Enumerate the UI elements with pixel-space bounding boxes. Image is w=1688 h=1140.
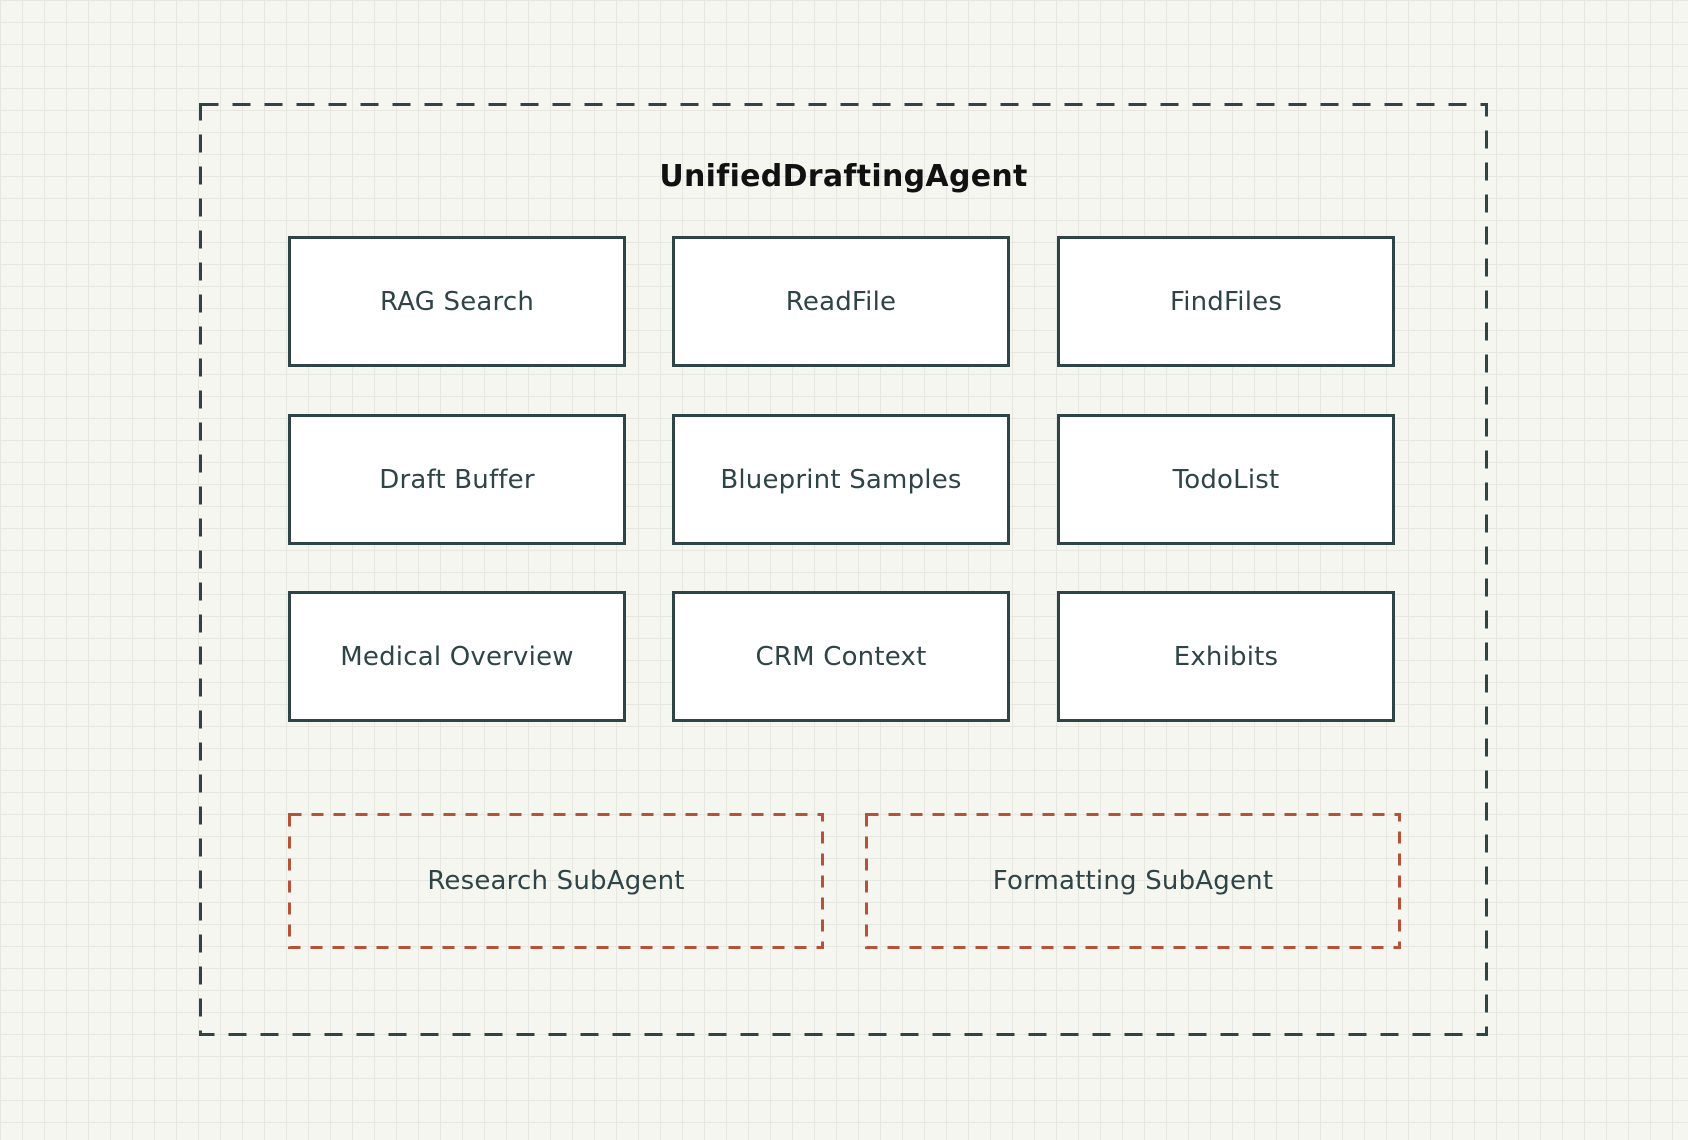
tool-label: FindFiles (1169, 286, 1283, 317)
subagent-label: Research SubAgent (427, 866, 685, 896)
agent-container-border (199, 103, 1488, 1036)
tool-label: Exhibits (1173, 641, 1279, 672)
tool-label: ReadFile (785, 286, 897, 317)
tool-box-rag-search: RAG Search (288, 236, 626, 367)
subagent-box-formatting: Formatting SubAgent (865, 813, 1401, 949)
agent-title: UnifiedDraftingAgent (659, 159, 1028, 194)
tool-box-crm-context: CRM Context (672, 591, 1010, 722)
subagent-box-research: Research SubAgent (288, 813, 824, 949)
tool-box-medical-overview: Medical Overview (288, 591, 626, 722)
tool-box-findfiles: FindFiles (1057, 236, 1395, 367)
tool-label: TodoList (1172, 464, 1280, 495)
tool-box-exhibits: Exhibits (1057, 591, 1395, 722)
tool-label: RAG Search (379, 286, 535, 317)
tool-box-todolist: TodoList (1057, 414, 1395, 545)
tool-label: Blueprint Samples (720, 464, 962, 495)
subagent-label: Formatting SubAgent (992, 866, 1274, 896)
tool-label: Draft Buffer (379, 464, 535, 495)
tool-box-readfile: ReadFile (672, 236, 1010, 367)
agent-container: UnifiedDraftingAgent RAG Search ReadFile… (199, 103, 1488, 1036)
tool-label: Medical Overview (340, 641, 574, 672)
tool-label: CRM Context (755, 641, 927, 672)
tool-box-draft-buffer: Draft Buffer (288, 414, 626, 545)
subagent-border (865, 813, 1401, 949)
subagent-border (288, 813, 824, 949)
tool-box-blueprint-samples: Blueprint Samples (672, 414, 1010, 545)
